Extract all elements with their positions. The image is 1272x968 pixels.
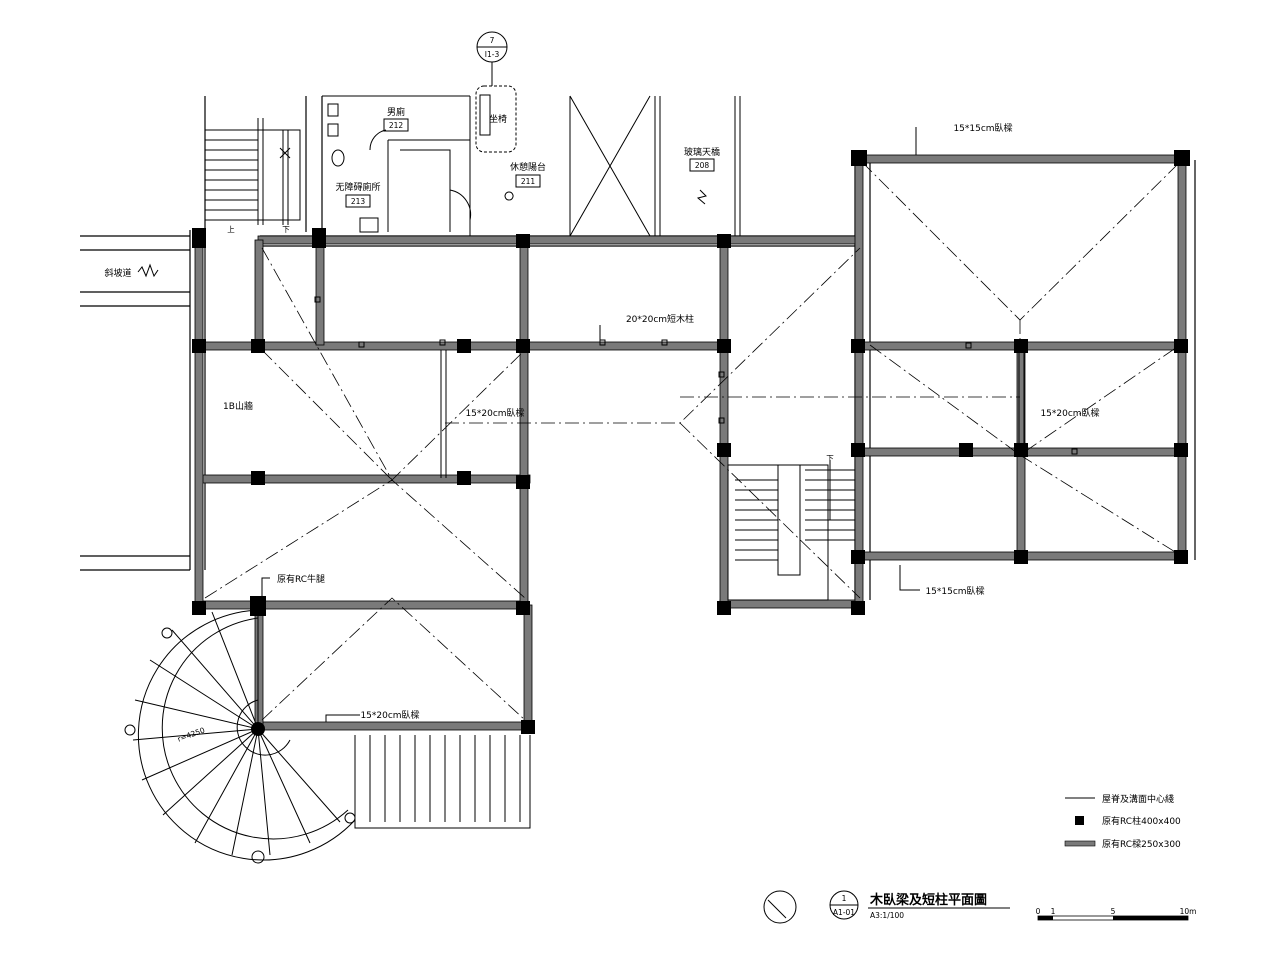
legend: 屋脊及溝面中心綫 原有RC柱400x400 原有RC樑250x300 [1064, 793, 1181, 850]
short-post-label: 20*20cm短木柱 [626, 313, 694, 325]
legend-rc-beam: 原有RC樑250x300 [1102, 838, 1181, 850]
purlin-label-bottom: 15*15cm臥樑 [925, 585, 984, 597]
gable-wall-label: 1B山牆 [223, 400, 253, 412]
drawing-title: 木臥梁及短柱平面圖 [869, 892, 987, 908]
bench-label: 坐椅 [489, 113, 507, 125]
male-wc-number: 212 [389, 121, 404, 130]
leaders [137, 127, 920, 722]
male-wc-label: 男廁 [387, 106, 405, 118]
stair-down-label: 下 [282, 225, 290, 234]
short-posts [314, 296, 1078, 455]
glass-skylight-number: 208 [695, 161, 710, 170]
callout-sheet: I1-3 [485, 50, 500, 59]
legend-rc-column: 原有RC柱400x400 [1102, 815, 1181, 827]
ridge-lines [204, 161, 1181, 721]
rc-corbel-label: 原有RC牛腿 [277, 573, 325, 585]
bottom-stair [354, 735, 531, 829]
purlin-label-b: 15*20cm臥樑 [1040, 407, 1099, 419]
rest-balcony-number: 211 [521, 177, 536, 186]
upper-rooms [204, 85, 741, 237]
scale-tick-0: 0 [1036, 907, 1041, 916]
accessible-wc-number: 213 [351, 197, 366, 206]
spiral-radius-label: r=4250 [176, 725, 206, 743]
callout-number: 7 [490, 36, 495, 45]
spiral-stair [124, 609, 356, 864]
rc-beams [194, 154, 1187, 731]
drawing-number: 1 [842, 894, 847, 903]
purlin-label-a: 15*20cm臥樑 [465, 407, 524, 419]
drawing-sheet: A1-01 [833, 908, 855, 917]
title-block: 1 A1-01 木臥梁及短柱平面圖 A3:1/100 [763, 890, 1010, 924]
center-stair [727, 460, 855, 601]
outer-walls [80, 160, 1196, 600]
ramp-label: 斜坡道 [104, 267, 131, 279]
legend-ridge-line: 屋脊及溝面中心綫 [1102, 793, 1174, 805]
rest-balcony-label: 休憩陽台 [510, 161, 546, 173]
purlin-label-c: 15*20cm臥樑 [360, 709, 419, 721]
stair-down-label-2: 下 [826, 454, 834, 463]
scale-tick-1: 1 [1051, 907, 1056, 916]
drawing-scale: A3:1/100 [870, 911, 904, 920]
north-arrow-icon [763, 890, 797, 924]
accessible-wc-label: 无障碍廁所 [335, 181, 380, 193]
scale-bar: 0 1 5 10m [1036, 907, 1197, 921]
timber-purlins [440, 345, 1025, 478]
glass-skylight-label: 玻璃天橋 [684, 146, 720, 158]
stair-up-label: 上 [227, 225, 235, 234]
section-callout [476, 31, 508, 86]
scale-tick-10: 10m [1180, 907, 1197, 916]
scale-tick-5: 5 [1111, 907, 1116, 916]
plan-labels: 7 I1-3 男廁 212 坐椅 休憩陽台 211 玻璃天橋 208 无障碍廁所… [104, 36, 1099, 744]
purlin-label-top: 15*15cm臥樑 [953, 122, 1012, 134]
